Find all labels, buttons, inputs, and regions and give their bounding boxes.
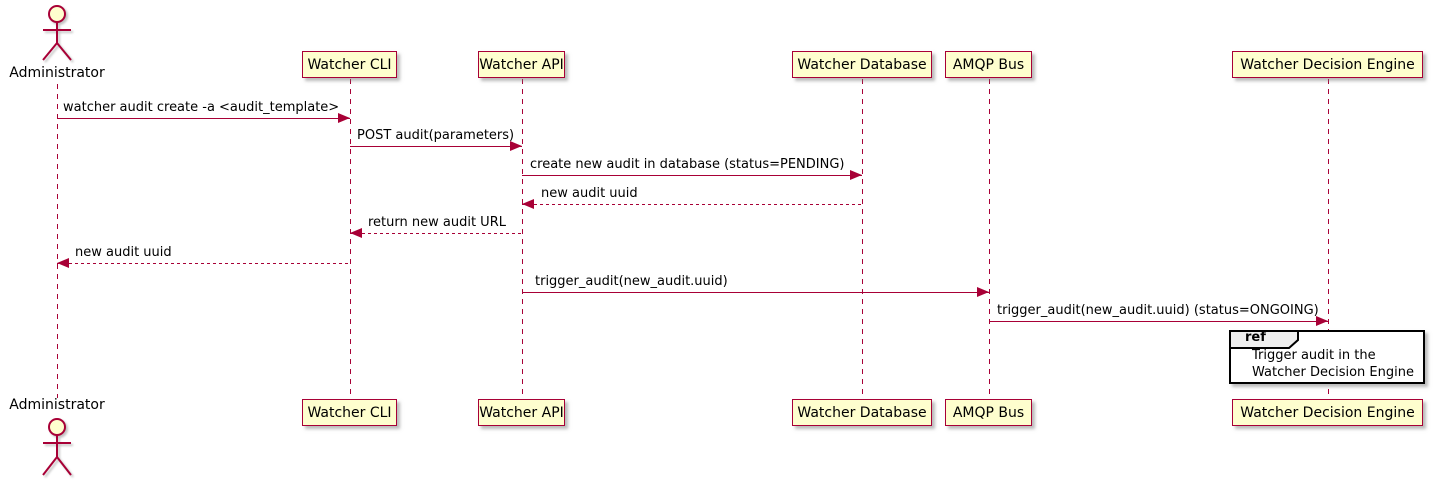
actor-name-top: Administrator [9,65,105,81]
message-line [522,175,862,177]
message-line [989,321,1328,323]
message-label: POST audit(parameters) [357,128,515,143]
actor-icon [42,418,72,476]
participant-box-watcher-database-top: Watcher Database [792,51,932,78]
lifeline-amqp-bus [989,79,990,399]
arrowhead-right-icon [977,287,989,297]
ref-text-line1: Trigger audit in the [1252,348,1376,363]
ref-text-line2: Watcher Decision Engine [1252,365,1414,380]
arrowhead-right-icon [510,141,522,151]
message-label: new audit uuid [75,245,172,260]
arrowhead-left-icon [57,258,69,268]
arrowhead-right-icon [850,170,862,180]
lifeline-administrator [57,84,58,398]
ref-header: ref [1229,330,1301,350]
lifeline-watcher-api [522,79,523,399]
participant-box-watcher-database-bottom: Watcher Database [792,399,932,426]
lifeline-watcher-cli [350,79,351,399]
participant-box-amqp-bus-top: AMQP Bus [945,51,1032,78]
message-line [522,204,862,206]
ref-text: Trigger audit in the Watcher Decision En… [1252,347,1414,381]
message-label: trigger_audit(new_audit.uuid) [535,274,728,289]
arrowhead-right-icon [338,113,350,123]
arrowhead-left-icon [350,228,362,238]
message-line [57,263,350,265]
ref-keyword: ref [1245,330,1266,345]
actor-icon [42,5,72,61]
message-label: return new audit URL [368,215,506,230]
message-label: watcher audit create -a <audit_template> [63,100,340,115]
message-line [57,118,350,120]
message-line [350,146,522,148]
message-line [522,292,989,294]
ref-pentagon-icon [1229,330,1299,349]
participant-box-watcher-api-bottom: Watcher API [478,399,565,426]
actor-name-bottom: Administrator [9,397,105,413]
participant-box-watcher-decision-engine-top: Watcher Decision Engine [1232,51,1423,78]
participant-box-watcher-api-top: Watcher API [478,51,565,78]
participant-box-watcher-cli-bottom: Watcher CLI [302,399,397,426]
ref-fragment: ref Trigger audit in the Watcher Decisio… [1229,330,1425,384]
participant-box-watcher-decision-engine-bottom: Watcher Decision Engine [1232,399,1423,426]
arrowhead-left-icon [522,199,534,209]
arrowhead-right-icon [1316,316,1328,326]
message-label: create new audit in database (status=PEN… [530,157,845,172]
message-line [350,233,522,235]
message-label: new audit uuid [541,186,638,201]
lifeline-watcher-decision-engine [1328,79,1329,399]
message-label: trigger_audit(new_audit.uuid) (status=ON… [997,303,1319,318]
participant-box-amqp-bus-bottom: AMQP Bus [945,399,1032,426]
lifeline-watcher-database [862,79,863,399]
participant-box-watcher-cli-top: Watcher CLI [302,51,397,78]
